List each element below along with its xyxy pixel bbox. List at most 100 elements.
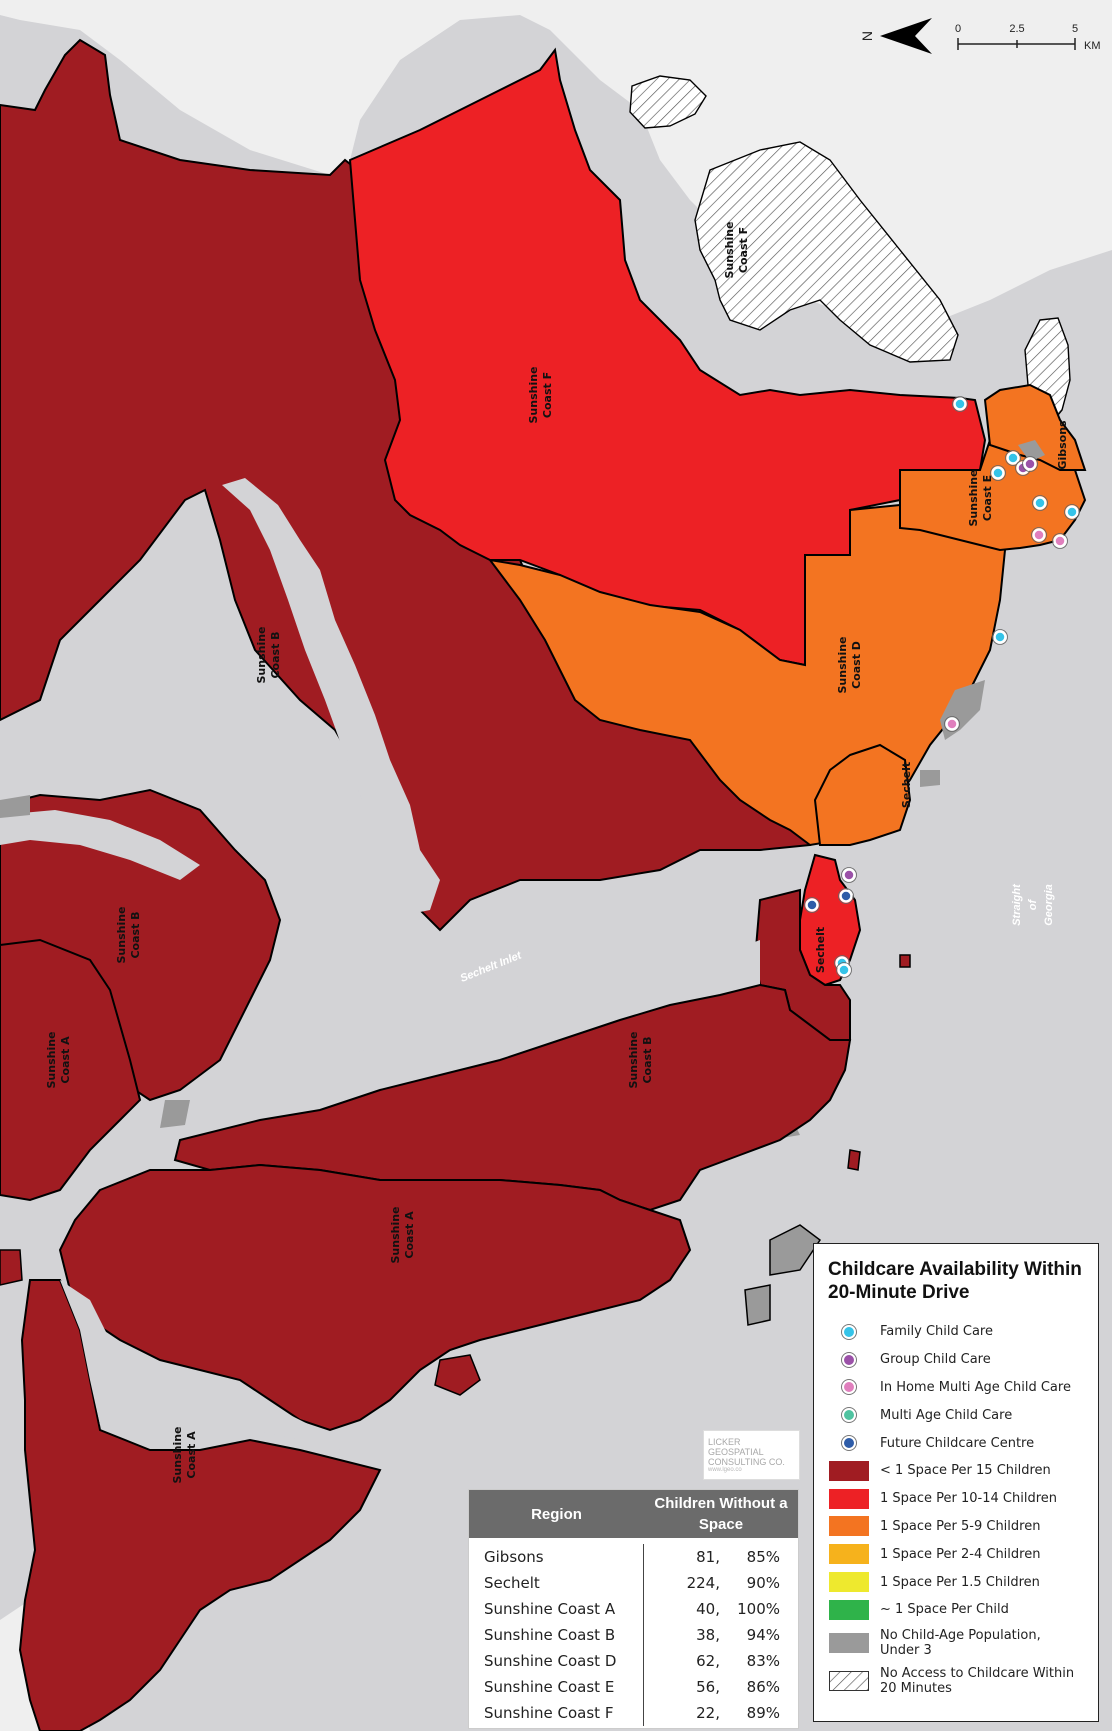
water-label-strait: Straight of Georgia [1011, 883, 1055, 926]
legend-item: 1 Space Per 10-14 Children [828, 1485, 1084, 1513]
north-label: N [859, 31, 875, 41]
region-label-line: Coast A [403, 1211, 416, 1259]
legend-label: 1 Space Per 1.5 Children [880, 1574, 1040, 1590]
header-region: Region [531, 1505, 582, 1523]
legend-item: 1 Space Per 2-4 Children [828, 1540, 1084, 1568]
cell-count: 81, [696, 1548, 720, 1566]
facility-point-group[interactable] [1023, 457, 1037, 471]
legend-label: In Home Multi Age Child Care [880, 1379, 1071, 1395]
region-label-line: Sechelt [814, 927, 827, 973]
facility-point-family[interactable] [1006, 451, 1020, 465]
legend-item: 1 Space Per 5-9 Children [828, 1513, 1084, 1541]
legend-label: 1 Space Per 2-4 Children [880, 1546, 1041, 1562]
facility-point-group[interactable] [842, 868, 856, 882]
no-population-patch [1018, 440, 1045, 462]
cell-percent: 90% [746, 1574, 780, 1592]
no-access-island [694, 141, 959, 363]
legend-item: No Access to Childcare Within 20 Minutes [828, 1662, 1084, 1700]
cell-count: 38, [696, 1626, 720, 1644]
inlet-channel [222, 478, 440, 915]
facility-point-family[interactable] [837, 963, 851, 977]
svg-text:of: of [1027, 898, 1039, 910]
table-row: Gibsons 81, 85% [469, 1544, 798, 1570]
no-access-island [629, 75, 707, 129]
north-arrow: N [859, 18, 932, 54]
legend-label: No Child-Age Population, Under 3 [880, 1627, 1041, 1658]
facility-point-in-home[interactable] [945, 717, 959, 731]
north-arrow-icon [880, 18, 932, 54]
legend-label: No Access to Childcare Within 20 Minutes [880, 1665, 1075, 1696]
legend-label: Future Childcare Centre [880, 1435, 1035, 1451]
facility-point-outline [1032, 495, 1048, 511]
region-label-line: Coast A [59, 1036, 72, 1084]
facility-point-future[interactable] [839, 889, 853, 903]
watermark-line: GEOSPATIAL [708, 1447, 764, 1457]
facility-point-family[interactable] [953, 397, 967, 411]
legend-point-symbol [828, 1432, 870, 1454]
facility-point-in-home[interactable] [1032, 528, 1046, 542]
legend-item: In Home Multi Age Child Care [828, 1374, 1084, 1402]
facility-point-in-home[interactable] [1053, 534, 1067, 548]
island [744, 1284, 771, 1326]
facility-point-family[interactable] [1033, 496, 1047, 510]
legend-label: Multi Age Child Care [880, 1407, 1013, 1423]
cell-region: Sunshine Coast B [469, 1622, 644, 1648]
legend-label: 1 Space Per 10-14 Children [880, 1491, 1057, 1507]
facility-point-family[interactable] [991, 466, 1005, 480]
facility-point-outline [1022, 456, 1038, 472]
facility-point-outline [836, 962, 852, 978]
island [0, 1249, 23, 1286]
cell-region: Sechelt [469, 1570, 644, 1596]
facility-point-family[interactable] [1065, 505, 1079, 519]
region-label-line: Sunshine [967, 469, 980, 526]
watermark-line: CONSULTING CO. [708, 1457, 785, 1467]
facility-point-outline [1005, 450, 1021, 466]
legend-item: < 1 Space Per 15 Children [828, 1457, 1084, 1485]
cell-percent: 85% [746, 1548, 780, 1566]
region-sunshine-coast-a-far-south [18, 1279, 382, 1731]
facility-point-outline [1031, 527, 1047, 543]
facility-point-family[interactable] [993, 630, 1007, 644]
water-channel-south [60, 1280, 340, 1450]
legend-swatch-symbol [828, 1515, 870, 1537]
region-sechelt-north [813, 743, 912, 846]
cell-count: 22, [696, 1704, 720, 1722]
cell-percent: 83% [746, 1652, 780, 1670]
cell-region: Gibsons [469, 1544, 644, 1570]
facility-point-outline [841, 867, 857, 883]
legend-item: Family Child Care [828, 1318, 1084, 1346]
island [769, 1224, 822, 1276]
cell-count: 62, [696, 1652, 720, 1670]
cell-percent: 100% [737, 1600, 780, 1618]
facility-point-outline [838, 888, 854, 904]
region-label-line: Sechelt [900, 762, 913, 808]
island [847, 1149, 861, 1171]
region-label-line: Coast B [129, 911, 142, 958]
region-sunshine-coast-f [348, 47, 987, 667]
no-population-patch [160, 1100, 190, 1128]
facility-point-future[interactable] [805, 898, 819, 912]
facility-point-outline [952, 396, 968, 412]
facility-point-outline [990, 465, 1006, 481]
legend-label: Group Child Care [880, 1352, 991, 1368]
legend-swatch-symbol [828, 1571, 870, 1593]
header-children: Children Without a Space [654, 1495, 788, 1533]
legend-point-symbol [828, 1376, 870, 1398]
legend-item: Future Childcare Centre [828, 1429, 1084, 1457]
cell-count: 224, [686, 1574, 720, 1592]
facility-layer [804, 396, 1080, 978]
legend: Childcare Availability Within 20-Minute … [813, 1243, 1099, 1722]
facility-point-outline [804, 897, 820, 913]
region-label-line: Sunshine [836, 636, 849, 693]
region-label-line: Sunshine [527, 366, 540, 423]
